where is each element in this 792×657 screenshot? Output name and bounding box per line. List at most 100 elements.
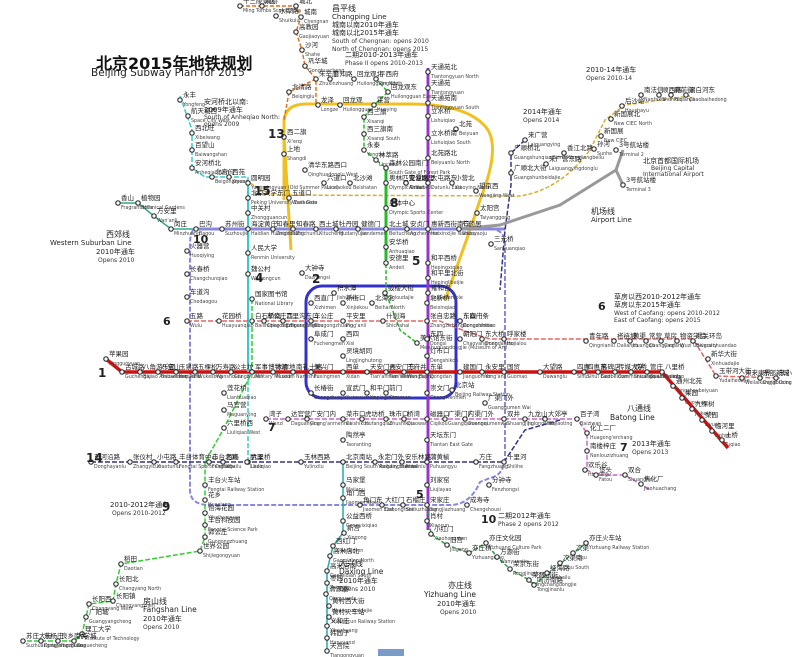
station-name-en: Chedaogou <box>190 299 217 305</box>
station-name-zh: 湾子 <box>269 409 283 418</box>
station-name-en: Beitucheng <box>389 231 416 237</box>
station-marker <box>612 369 618 375</box>
station-name-zh: 北新桥 <box>430 293 450 302</box>
station-marker <box>245 180 251 186</box>
fangshan-note: 房山线 Fangshan Line 2010年通车 Opens 2010 <box>143 596 197 631</box>
station-name-zh: 崇文门 <box>430 383 450 392</box>
station-marker <box>270 369 276 375</box>
station-name-zh: 十里河 <box>507 452 527 461</box>
station-marker <box>403 180 409 186</box>
station-name-en: Xisi <box>346 341 354 347</box>
station-marker <box>522 416 528 422</box>
line15-note: 2010-14年通车 Opens 2010-14 <box>586 65 636 82</box>
station-name-zh: 安立路 <box>409 173 429 182</box>
station-name-en: Dongbuxincheng <box>763 380 792 386</box>
station-marker <box>302 63 308 69</box>
station-name-zh: 六道口 <box>327 173 347 182</box>
station-name-en: Zhichunlu <box>296 231 320 237</box>
line8-note: 二期2010-2013年通车 Phase II opens 2010-2013 <box>345 50 423 67</box>
station-marker <box>324 635 330 641</box>
station-name-zh: 大钟寺 <box>305 263 325 272</box>
station-marker <box>340 390 346 396</box>
station-name-en: Liujiayao <box>430 487 451 493</box>
station-name-en: Peking University East Gate <box>251 200 318 206</box>
station-name-zh: 奥体中心 <box>389 198 416 207</box>
svg-text:昌平线: 昌平线 <box>332 3 356 13</box>
line-5-label: 5 <box>412 254 420 268</box>
line-yizhuang <box>426 504 587 587</box>
station-name-zh: 理工大学 <box>85 624 112 633</box>
station-marker <box>383 260 389 266</box>
station-marker <box>263 416 269 422</box>
station-name-en: Dawanglu <box>543 374 567 380</box>
station-name-en: National Library <box>255 301 293 307</box>
station-name-zh: 怡海花园 <box>208 503 234 512</box>
station-name-zh: 丰台北路 <box>212 452 239 461</box>
station-marker <box>690 338 696 344</box>
station-marker <box>522 137 528 143</box>
station-name-en: Shijiegongyuan <box>203 553 240 559</box>
station-name-en: Yongtai <box>366 152 384 158</box>
svg-text:草房以东2015年通车: 草房以东2015年通车 <box>614 300 681 309</box>
station-name-en: Wanyuanjie <box>500 559 528 565</box>
station-name-zh: 立水桥 <box>431 106 451 115</box>
station-name-zh: 知春路 <box>296 219 316 228</box>
station-name-zh: 宋家庄 <box>430 495 450 504</box>
svg-text:Yizhuang Line: Yizhuang Line <box>423 590 476 599</box>
station-name-zh: 亦庄文化园 <box>489 533 522 542</box>
station-marker <box>340 459 346 465</box>
station-name-zh: 建国门 <box>463 362 483 371</box>
station-name-zh: 公主坟 <box>234 362 254 371</box>
station-name-en: Minzhuang <box>174 231 200 237</box>
station-name-en: Caishikou <box>346 421 369 427</box>
svg-text:Opens 2010-2012: Opens 2010-2012 <box>112 510 166 517</box>
station-name-zh: 潮白河东 <box>689 85 716 94</box>
station-name-zh: 国家图书馆 <box>255 289 288 298</box>
station-name-zh: 新国展 <box>604 126 624 135</box>
station-name-en: Huoying <box>377 107 397 113</box>
station-marker <box>55 638 61 644</box>
station-name-zh: 广顺北大街 <box>514 163 547 172</box>
station-marker <box>683 92 689 98</box>
station-name-zh: 角门西 <box>346 488 366 497</box>
station-name-zh: 苏庄大街 <box>26 631 53 640</box>
station-name-zh: 大红门 <box>385 495 405 504</box>
station-marker <box>425 155 431 161</box>
station-marker <box>369 300 375 306</box>
station-name-zh: 西土城 <box>319 219 339 228</box>
station-name-en: Sihui <box>577 374 589 380</box>
station-name-en: Yongdingmenwai <box>377 464 419 470</box>
station-marker <box>340 336 346 342</box>
station-marker <box>424 502 430 508</box>
station-name-zh: 天安门西 <box>370 362 397 371</box>
station-name-zh: 稻田 <box>124 554 137 563</box>
changping-note: 昌平线 Changping Line 城南以南2010年通车 城南以北2015年… <box>332 3 429 53</box>
station-marker <box>280 318 286 324</box>
station-name-zh: 土桥 <box>725 430 739 439</box>
svg-text:房山线: 房山线 <box>143 596 167 606</box>
station-marker <box>340 416 346 422</box>
svg-text:2010年通车: 2010年通车 <box>339 576 378 585</box>
station-name-en: Yong'anli <box>484 374 506 380</box>
svg-text:草房以西2010-2012年通车: 草房以西2010-2012年通车 <box>614 292 701 301</box>
